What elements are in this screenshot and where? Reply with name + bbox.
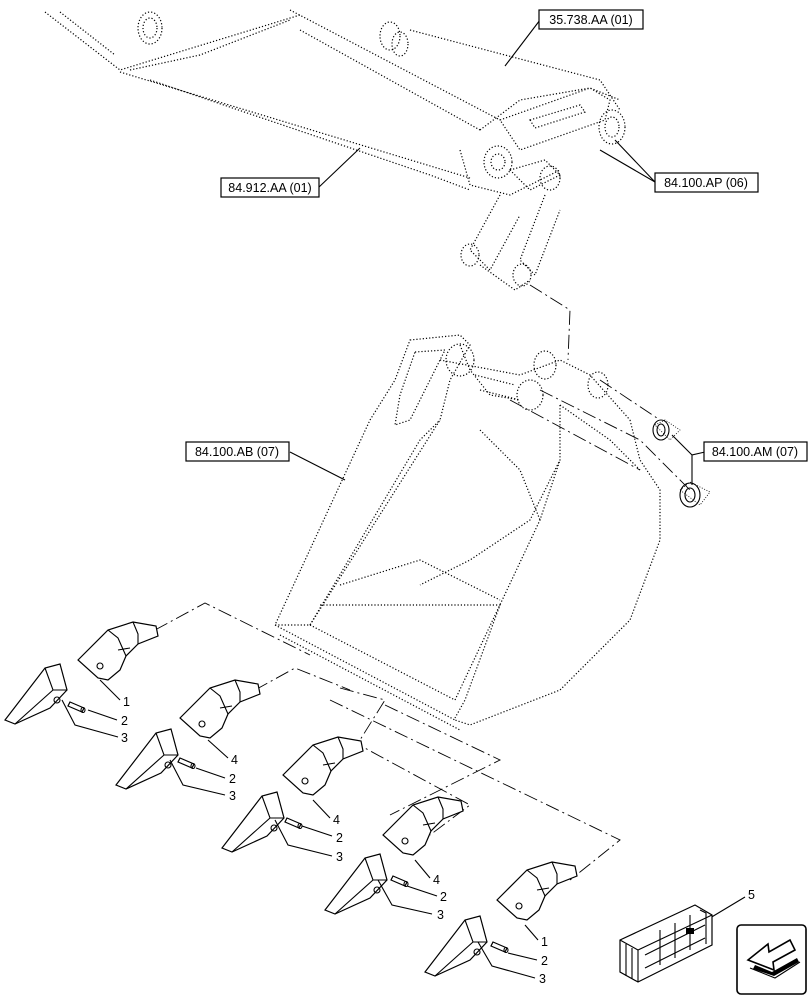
callout-2: 2 bbox=[440, 890, 447, 904]
tooth-adapter-1 bbox=[77, 621, 159, 681]
tooth-tip-5 bbox=[424, 915, 488, 977]
callout-2: 2 bbox=[229, 772, 236, 786]
tooth-assembly-5 bbox=[424, 861, 578, 977]
tooth-adapter-2 bbox=[179, 679, 261, 739]
tooth-assembly-1 bbox=[4, 621, 159, 725]
reference-label: 35.738.AA (01) bbox=[549, 13, 632, 27]
tooth-tip-1 bbox=[4, 663, 68, 725]
navigation-arrow-icon[interactable] bbox=[736, 924, 807, 995]
dipper-arm bbox=[44, 9, 621, 196]
callout-2: 2 bbox=[541, 954, 548, 968]
tooth-assembly-2 bbox=[115, 679, 261, 790]
reference-box-84912[interactable]: 84.912.AA (01) bbox=[220, 177, 320, 198]
assembly-center-lines bbox=[154, 284, 691, 881]
bucket-linkage bbox=[460, 87, 626, 291]
item-callouts: 1 2 3 4 2 3 4 2 3 4 2 3 1 2 3 5 bbox=[121, 695, 755, 986]
retaining-pin-2 bbox=[177, 757, 196, 770]
reference-label: 84.100.AB (07) bbox=[195, 445, 279, 459]
parts-kit-box-icon bbox=[619, 904, 713, 983]
bucket bbox=[274, 334, 661, 731]
tooth-tip-4 bbox=[324, 853, 388, 915]
retaining-pin-5 bbox=[490, 941, 509, 954]
callout-4: 4 bbox=[433, 873, 440, 887]
reference-label: 84.100.AP (06) bbox=[664, 176, 748, 190]
reference-label: 84.100.AM (07) bbox=[712, 445, 798, 459]
callout-2: 2 bbox=[336, 831, 343, 845]
tooth-adapter-5 bbox=[496, 861, 578, 921]
callout-3: 3 bbox=[121, 731, 128, 745]
retaining-pin-1 bbox=[67, 701, 86, 714]
callout-4: 4 bbox=[333, 813, 340, 827]
leader-lines bbox=[61, 19, 746, 979]
callout-3: 3 bbox=[437, 908, 444, 922]
callout-4: 4 bbox=[231, 753, 238, 767]
callout-3: 3 bbox=[336, 850, 343, 864]
callout-3: 3 bbox=[539, 972, 546, 986]
callout-1: 1 bbox=[541, 935, 548, 949]
callout-3: 3 bbox=[229, 789, 236, 803]
callout-5: 5 bbox=[748, 888, 755, 902]
tooth-adapter-4 bbox=[382, 796, 464, 856]
reference-box-84100ab[interactable]: 84.100.AB (07) bbox=[185, 441, 290, 462]
retaining-pin-3 bbox=[284, 817, 303, 830]
reference-box-35738[interactable]: 35.738.AA (01) bbox=[538, 9, 644, 30]
tooth-adapter-3 bbox=[282, 736, 364, 796]
reference-label: 84.912.AA (01) bbox=[228, 181, 311, 195]
reference-box-84100ap[interactable]: 84.100.AP (06) bbox=[654, 172, 759, 193]
callout-1: 1 bbox=[123, 695, 130, 709]
reference-box-84100am[interactable]: 84.100.AM (07) bbox=[703, 441, 808, 462]
bucket-pins bbox=[652, 419, 711, 508]
callout-2: 2 bbox=[121, 714, 128, 728]
retaining-pin-4 bbox=[390, 875, 409, 888]
